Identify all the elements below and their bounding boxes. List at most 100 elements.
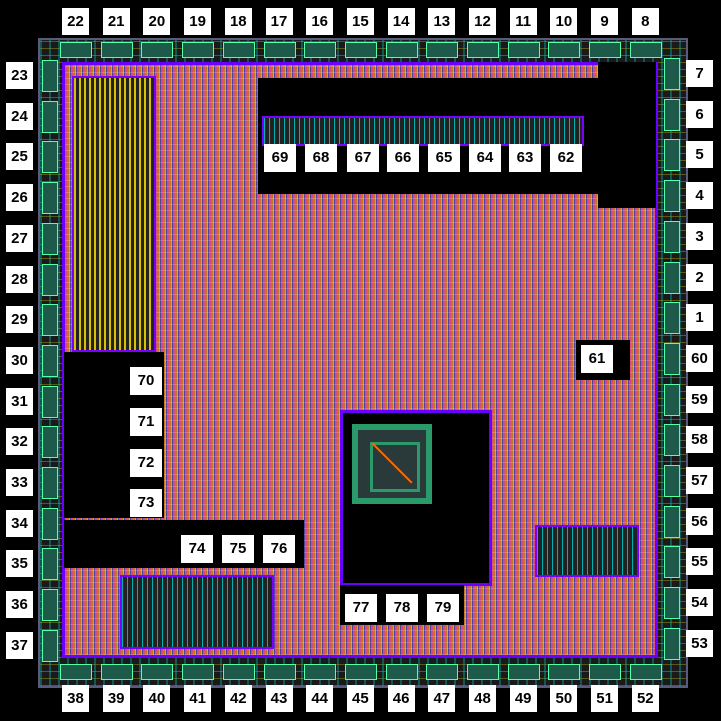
bond-pad: [426, 664, 459, 680]
pin-label-right: 6: [686, 100, 713, 128]
bond-pad: [664, 546, 680, 579]
bond-pad: [141, 42, 174, 58]
bond-pad: [42, 629, 58, 662]
bond-pad: [222, 42, 255, 58]
bond-pad: [42, 467, 58, 499]
internal-block-label: 74: [181, 535, 213, 563]
pin-label-top: 20: [143, 8, 171, 35]
pin-label-left: 32: [6, 428, 33, 456]
bond-pad: [589, 664, 622, 680]
bond-pad: [222, 664, 255, 680]
bond-pad: [42, 141, 58, 174]
bond-pad: [507, 664, 540, 680]
internal-block-label: 67: [347, 144, 379, 172]
bond-pad: [263, 664, 296, 680]
pin-label-bottom: 45: [346, 685, 374, 712]
bond-pad: [426, 42, 459, 58]
bond-pad: [100, 664, 133, 680]
bond-pad: [42, 222, 58, 255]
bond-pad: [664, 505, 680, 538]
bond-pad: [60, 42, 92, 58]
right-cell-block: [535, 525, 639, 577]
bond-pad: [100, 42, 133, 58]
bond-pad: [42, 100, 58, 133]
pin-label-left: 37: [6, 631, 33, 659]
bond-pad: [664, 139, 680, 172]
pin-label-right: 53: [686, 629, 713, 657]
bond-pad: [629, 42, 662, 58]
bond-pad: [42, 385, 58, 418]
bond-pad: [664, 627, 680, 660]
internal-block-label: 70: [130, 367, 162, 395]
internal-block-label: 79: [427, 594, 459, 622]
pin-label-bottom: 38: [62, 685, 89, 712]
pin-label-top: 12: [469, 8, 496, 35]
bond-pad: [664, 180, 680, 213]
pin-label-bottom: 42: [224, 685, 252, 712]
internal-block-label: 66: [387, 144, 419, 172]
top-cell-row: [262, 116, 584, 146]
bond-pad: [42, 304, 58, 337]
pin-label-top: 22: [62, 8, 89, 35]
internal-block-label: 71: [130, 408, 162, 436]
pin-label-left: 23: [6, 62, 33, 89]
internal-block-label: 61: [581, 345, 613, 373]
bond-pad: [42, 589, 58, 622]
pin-label-left: 24: [6, 102, 33, 130]
pin-label-bottom: 50: [550, 685, 578, 712]
pin-label-left: 29: [6, 306, 33, 334]
pin-label-bottom: 52: [631, 685, 659, 712]
pin-label-left: 33: [6, 469, 33, 496]
bond-pad: [42, 182, 58, 215]
pin-label-bottom: 47: [428, 685, 456, 712]
bond-pad: [182, 42, 215, 58]
pin-label-bottom: 44: [306, 685, 334, 712]
pin-label-top: 10: [550, 8, 578, 35]
pin-label-top: 16: [306, 8, 334, 35]
pin-label-bottom: 48: [469, 685, 496, 712]
pin-label-top: 8: [631, 8, 659, 35]
pin-label-bottom: 40: [143, 685, 171, 712]
sensor-structure: [352, 424, 432, 504]
pin-label-right: 7: [686, 60, 713, 87]
pin-label-left: 25: [6, 143, 33, 171]
internal-block-label: 65: [428, 144, 460, 172]
pin-label-right: 59: [686, 385, 713, 413]
pin-label-right: 60: [686, 344, 713, 372]
pin-label-right: 55: [686, 548, 713, 576]
internal-block-label: 78: [386, 594, 418, 622]
pin-label-right: 58: [686, 426, 713, 454]
bond-pad: [664, 98, 680, 131]
pin-label-top: 17: [265, 8, 293, 35]
pin-label-bottom: 51: [591, 685, 619, 712]
pin-label-right: 1: [686, 304, 713, 332]
bond-pad: [42, 507, 58, 540]
internal-block-label: 72: [130, 449, 162, 477]
pin-label-left: 30: [6, 346, 33, 374]
pin-label-left: 35: [6, 550, 33, 578]
pin-label-bottom: 39: [102, 685, 130, 712]
internal-block-label: 64: [469, 144, 501, 172]
bond-pad: [42, 344, 58, 377]
pin-label-right: 54: [686, 589, 713, 617]
pin-label-bottom: 49: [509, 685, 537, 712]
bond-pad: [664, 424, 680, 457]
internal-block-label: 69: [264, 144, 296, 172]
bond-pad: [664, 587, 680, 620]
bond-pad: [664, 261, 680, 294]
pin-label-left: 27: [6, 224, 33, 252]
pin-label-top: 21: [102, 8, 130, 35]
bond-pad: [548, 664, 581, 680]
pin-label-left: 26: [6, 184, 33, 212]
bond-pad: [42, 548, 58, 581]
bond-pad: [385, 664, 418, 680]
internal-block-label: 73: [130, 489, 162, 517]
internal-block-label: 77: [345, 594, 377, 622]
bond-pad: [664, 302, 680, 335]
bond-pad: [182, 664, 215, 680]
pin-label-bottom: 46: [387, 685, 415, 712]
bond-pad: [664, 342, 680, 375]
pin-label-left: 31: [6, 387, 33, 415]
bond-pad: [467, 42, 499, 58]
pin-label-top: 15: [346, 8, 374, 35]
